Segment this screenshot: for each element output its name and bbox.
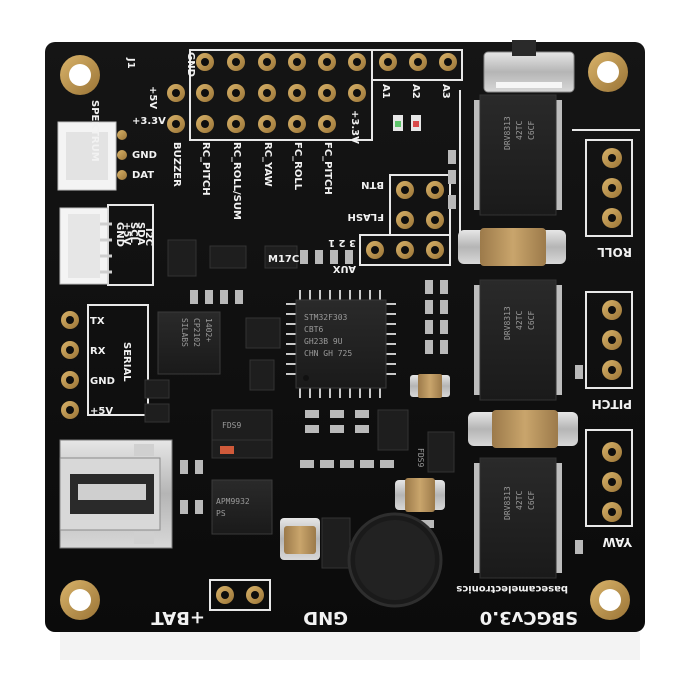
mounting-holes	[60, 52, 630, 620]
serial-pads	[61, 311, 79, 419]
silk-i2c-sda: SDA	[135, 222, 146, 246]
silk-a3: A3	[440, 84, 451, 99]
silk-j1: J1	[125, 57, 136, 69]
silk-bat: +BAT	[151, 607, 205, 628]
silk-aux: AUX	[332, 263, 356, 274]
driver1-line-2: 42TC	[515, 121, 524, 140]
mosfet3-line-1: APM9932	[216, 497, 250, 506]
status-leds	[393, 115, 421, 131]
usb-ic-line-3: 1402+	[204, 318, 213, 342]
mcu-chip	[286, 290, 396, 398]
silk-serial-5v: +5V	[90, 406, 113, 417]
silk-aux-nums: 3 2 1	[328, 237, 356, 248]
usb-uart-chip	[157, 311, 221, 375]
usb-ic-line-1: SILABS	[180, 318, 189, 347]
mcu-line-3: GH23B 9U	[304, 337, 343, 346]
silk-spektrum: SPEKTRUM	[89, 100, 100, 162]
spektrum-connector	[57, 121, 127, 191]
silk-serial-tx: TX	[90, 316, 105, 327]
driver3-line-1: DRV8313	[503, 486, 512, 520]
large-capacitors	[280, 228, 578, 560]
usb-ic-line-2: CP2102	[192, 318, 201, 347]
driver3-line-2: 42TC	[515, 491, 524, 510]
silk-pitch: PITCH	[592, 397, 632, 411]
rc-label-4: RC_YAW	[262, 142, 273, 187]
silk-a1: A1	[380, 84, 391, 99]
driver2-line-2: 42TC	[515, 311, 524, 330]
silk-spk-33v: +3.3V	[132, 116, 166, 127]
btn-flash-aux-headers	[359, 174, 451, 266]
mcu-line-2: CBT6	[304, 325, 323, 334]
small-ics	[144, 239, 455, 569]
silk-spk-dat: DAT	[132, 170, 154, 181]
silk-i2c-5v: +5V	[121, 222, 132, 245]
silk-i2c-gnd: GND	[114, 222, 125, 247]
silk-top-5v: +5V	[147, 86, 158, 109]
rc-label-1: BUZZER	[171, 142, 182, 187]
silk-a2: A2	[410, 84, 421, 99]
mosfet3-line-2: PS	[216, 509, 226, 518]
driver1-line-3: C6CF	[527, 121, 536, 140]
driver-chip-2	[474, 279, 562, 401]
driver-chip-1	[474, 94, 562, 216]
silk-serial-rx: RX	[90, 346, 106, 357]
driver1-line-1: DRV8313	[503, 116, 512, 150]
motor-pads	[602, 148, 622, 522]
silk-m17c: M17C	[268, 254, 299, 265]
buzzer	[347, 512, 443, 608]
silk-roll: ROLL	[597, 245, 632, 259]
mosfet2-line-1: FDS9	[416, 448, 425, 467]
silk-33v: +3.3V	[349, 110, 360, 144]
silk-yaw: YAW	[602, 535, 633, 549]
rc-label-2: RC_PITCH	[200, 142, 211, 196]
battery-pads	[216, 586, 264, 604]
silk-gnd-bottom: GND	[303, 607, 348, 628]
driver3-line-3: C6CF	[527, 491, 536, 510]
silk-version: SBGCv3.0	[480, 607, 578, 628]
silk-i2c-scl: SCL	[128, 222, 139, 244]
silk-btn: BTN	[361, 179, 384, 190]
power-switch	[483, 40, 575, 93]
driver-chip-3	[474, 457, 562, 579]
silk-vendor: basecamelectronics	[456, 583, 568, 594]
mosfet-line-1: FDS9	[222, 421, 241, 430]
rc-label-3: RC_ROLL/SUM	[231, 142, 242, 220]
mcu-line-4: CHN GH 725	[304, 349, 352, 358]
rc-label-6: FC_PITCH	[322, 142, 333, 195]
silk-top-gnd: GND	[185, 52, 196, 77]
silk-i2c: I2C	[143, 228, 154, 246]
board-reflection	[60, 632, 640, 660]
i2c-connector	[59, 207, 112, 285]
silk-flash: FLASH	[347, 211, 384, 222]
silk-spk-gnd: GND	[132, 150, 157, 161]
driver2-line-3: C6CF	[527, 311, 536, 330]
passive-components	[180, 150, 583, 554]
mcu-line-1: STM32F303	[304, 313, 348, 322]
silk-serial: SERIAL	[121, 342, 132, 382]
mini-usb-connector	[59, 439, 173, 549]
top-header-pins	[167, 53, 457, 133]
rc-label-5: FC_ROLL	[292, 142, 303, 191]
driver2-line-1: DRV8313	[503, 306, 512, 340]
silk-serial-gnd: GND	[90, 376, 115, 387]
